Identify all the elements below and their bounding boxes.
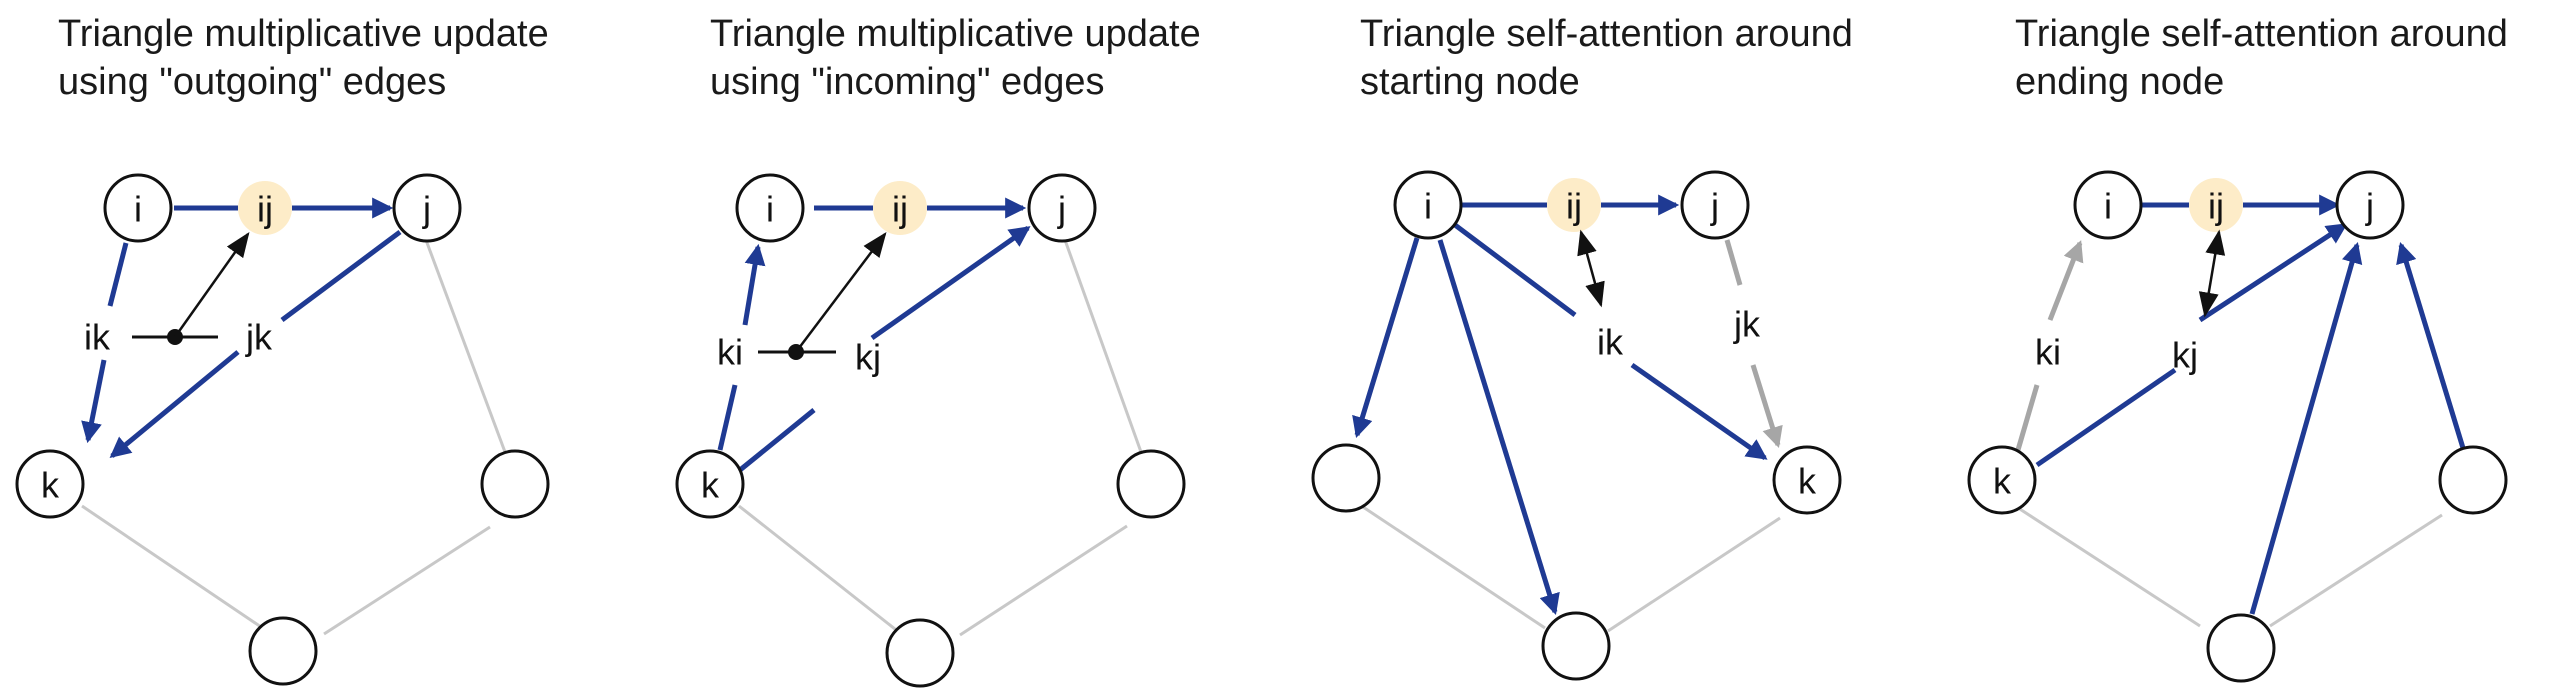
- node-k-label: k: [1993, 461, 2012, 502]
- graph-incoming: i ij j k ki kj: [675, 173, 1186, 688]
- graph-outgoing: i ij j k ik jk: [15, 173, 550, 686]
- node-ij-label: ij: [2208, 186, 2224, 227]
- node-i-label: i: [2104, 186, 2112, 227]
- panel-incoming: Triangle multiplicative update using "in…: [675, 0, 1310, 700]
- edge-label-2: jk: [245, 317, 273, 358]
- node-j-label: j: [1057, 189, 1066, 230]
- update-arrow: [795, 232, 887, 353]
- node-bottom: [1541, 611, 1611, 681]
- edge-ik-k: [1630, 362, 1768, 461]
- edge-ik-k: [81, 359, 107, 444]
- edge-i-left: [1352, 237, 1420, 439]
- edge-plain: [81, 504, 268, 633]
- edge-label-1: ik: [84, 317, 111, 358]
- edge-plain: [1607, 516, 1781, 633]
- edge-jk-k: [109, 350, 240, 459]
- node-i-label: i: [134, 189, 142, 230]
- node-bottom: [248, 616, 318, 686]
- node-k-label: k: [701, 465, 720, 506]
- edge-bottom-j: [2249, 241, 2363, 615]
- edge-label-2: kj: [2172, 335, 2198, 376]
- node-right: [480, 449, 550, 519]
- node-i-label: i: [766, 189, 774, 230]
- node-j-label: j: [422, 189, 431, 230]
- edge-label-1: ki: [2035, 332, 2061, 373]
- edge-plain: [2008, 500, 2201, 628]
- node-i: [2073, 170, 2143, 240]
- node-j: [392, 173, 462, 243]
- edge-kj-j: [870, 225, 1031, 341]
- edge-plain: [2269, 513, 2443, 628]
- graph-starting-node: i ij j k ik jk: [1311, 170, 1842, 681]
- panel-title: Triangle multiplicative update using "ou…: [58, 13, 549, 103]
- edge-k-ki: [717, 384, 738, 451]
- edge-j-jk: [1724, 239, 1743, 286]
- edge-i-bottom: [1437, 239, 1560, 616]
- edge-label-2: jk: [1733, 304, 1761, 345]
- ij-highlight: [1547, 178, 1601, 232]
- edge-ki-i: [2047, 240, 2084, 321]
- graph-ending-node: i ij j k ki kj: [1967, 170, 2508, 683]
- panel-starting-node: Triangle self-attention around starting …: [1311, 0, 1960, 700]
- edge-kj-j: [2198, 222, 2348, 323]
- panel-title: Triangle self-attention around ending no…: [2015, 13, 2508, 103]
- update-arrow: [173, 231, 250, 338]
- edge-k-kj: [738, 408, 816, 472]
- ij-highlight: [238, 181, 292, 235]
- edge-plain: [1063, 239, 1143, 453]
- edge-label-1: ki: [717, 332, 743, 373]
- edge-k-kj: [2035, 367, 2177, 468]
- node-k: [1772, 445, 1842, 515]
- node-left: [1311, 443, 1381, 513]
- node-i: [103, 173, 173, 243]
- edge-plain: [1353, 499, 1546, 630]
- edge-plain: [323, 525, 491, 636]
- node-ij-label: ij: [1566, 186, 1582, 227]
- node-j: [1027, 173, 1097, 243]
- edge-jk-k: [1750, 364, 1783, 449]
- node-i: [735, 173, 805, 243]
- node-k-label: k: [1798, 461, 1817, 502]
- edge-i-ik: [107, 242, 129, 307]
- edge-plain: [421, 231, 507, 453]
- node-j: [1680, 170, 1750, 240]
- panel-title: Triangle self-attention around starting …: [1360, 13, 1853, 103]
- node-i-label: i: [1424, 186, 1432, 227]
- node-k: [15, 449, 85, 519]
- edge-ki-i: [742, 243, 766, 326]
- node-k: [1967, 445, 2037, 515]
- edge-j-jk: [280, 229, 402, 323]
- node-bottom: [2206, 613, 2276, 683]
- attention-arrow: [1577, 229, 1605, 308]
- edge-i-ik: [1453, 223, 1577, 317]
- node-right: [2438, 445, 2508, 515]
- node-k: [675, 449, 745, 519]
- panel-ending-node: Triangle self-attention around ending no…: [1967, 0, 2569, 700]
- panel-outgoing: Triangle multiplicative update using "ou…: [15, 0, 658, 700]
- ij-highlight: [2189, 178, 2243, 232]
- node-j-label: j: [1710, 186, 1719, 227]
- node-k-label: k: [41, 465, 60, 506]
- ij-highlight: [873, 181, 927, 235]
- node-i: [1393, 170, 1463, 240]
- edge-plain: [959, 524, 1128, 637]
- node-ij-label: ij: [892, 189, 908, 230]
- panel-title: Triangle multiplicative update using "in…: [710, 13, 1201, 103]
- edge-label-1: ik: [1597, 322, 1624, 363]
- attention-arrow: [2198, 229, 2226, 318]
- node-j-label: j: [2365, 186, 2374, 227]
- node-j: [2335, 170, 2405, 240]
- node-right: [1116, 449, 1186, 519]
- edge-right-j: [2396, 241, 2466, 449]
- node-bottom: [885, 618, 955, 688]
- node-ij-label: ij: [257, 189, 273, 230]
- edge-label-2: kj: [855, 337, 881, 378]
- edge-plain: [738, 504, 901, 635]
- edge-k-ki: [2015, 384, 2040, 451]
